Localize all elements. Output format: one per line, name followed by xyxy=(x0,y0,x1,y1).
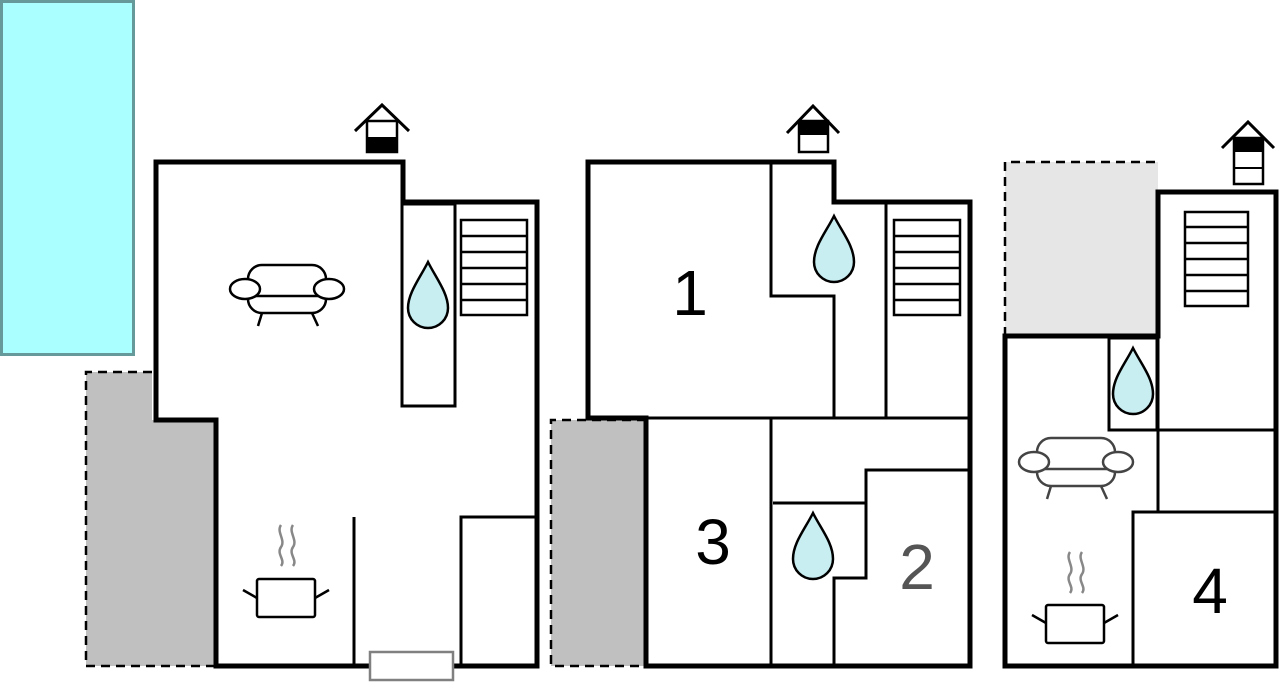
floor-plan-3-walls xyxy=(1002,189,1279,669)
cooking-pot-icon xyxy=(1031,551,1119,645)
water-drop-icon xyxy=(406,259,450,330)
entrance-arrow-icon xyxy=(353,102,411,154)
room-number-4: 4 xyxy=(1192,555,1228,627)
water-drop-icon xyxy=(812,213,856,284)
room-number-2: 2 xyxy=(899,531,935,603)
water-drop-icon xyxy=(1111,345,1155,416)
balcony-outline xyxy=(1003,160,1158,336)
wall xyxy=(459,515,535,664)
staircase-icon xyxy=(459,218,529,317)
door xyxy=(368,650,455,682)
pool xyxy=(0,0,135,356)
staircase-icon xyxy=(892,218,962,317)
wall xyxy=(769,164,888,420)
cooking-pot-icon xyxy=(242,524,330,619)
room-number-1: 1 xyxy=(672,257,708,329)
terrace xyxy=(551,420,646,666)
wall xyxy=(832,503,868,664)
terrace-outline xyxy=(84,370,216,668)
water-drop-icon xyxy=(791,510,835,581)
room-number-3: 3 xyxy=(695,506,731,578)
sofa-icon xyxy=(1017,436,1135,500)
wall xyxy=(773,468,968,505)
entrance-arrow-icon xyxy=(1220,119,1276,186)
balcony xyxy=(1005,162,1158,336)
staircase-icon xyxy=(1183,210,1250,308)
terrace xyxy=(86,372,216,666)
wall xyxy=(1131,510,1274,664)
entrance-arrow-icon xyxy=(785,103,841,154)
floor-plan-1-walls xyxy=(153,159,540,669)
sofa-icon xyxy=(228,263,346,327)
